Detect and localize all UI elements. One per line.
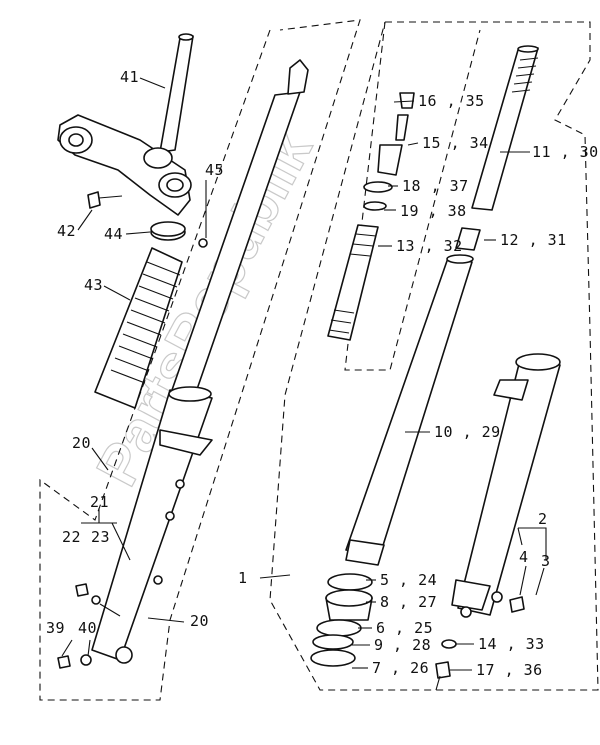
part-10-damper-tube <box>345 254 474 566</box>
label-40: 40 <box>78 619 97 637</box>
label-11: 11 , 30 <box>532 143 599 161</box>
parts-3-4-bolt-washer <box>491 591 525 613</box>
label-10: 10 , 29 <box>434 423 501 441</box>
label-39: 39 <box>46 619 65 637</box>
part-13-spring <box>327 224 379 341</box>
label-3: 3 <box>541 552 551 570</box>
part-11-inner-tube <box>471 45 539 211</box>
label-9: 9 , 28 <box>374 636 431 654</box>
part-16-cap <box>399 92 415 109</box>
label-14: 14 , 33 <box>478 635 545 653</box>
label-13: 13 , 32 <box>396 237 463 255</box>
part-43-fork-boot <box>94 247 183 409</box>
label-41: 41 <box>120 68 139 86</box>
label-45: 45 <box>205 161 224 179</box>
label-22: 22 <box>62 528 81 546</box>
label-21: 21 <box>90 493 109 511</box>
label-8: 8 , 27 <box>380 593 437 611</box>
part-20-left-outer-tube <box>91 59 309 664</box>
label-20-bottom: 20 <box>190 612 209 630</box>
label-23: 23 <box>91 528 110 546</box>
parts-22-23-screw-washer <box>75 583 121 617</box>
parts-5-9-seal-stack <box>310 573 373 667</box>
part-42-bolt <box>87 191 123 209</box>
part-44-ring <box>150 221 186 241</box>
label-18: 18 , 37 <box>402 177 469 195</box>
label-15: 15 , 34 <box>422 134 489 152</box>
label-17: 17 , 36 <box>476 661 543 679</box>
label-6: 6 , 25 <box>376 619 433 637</box>
part-2-right-outer-tube <box>451 353 561 618</box>
part-12-bushing <box>455 227 481 251</box>
part-labels: 41 45 42 44 43 20 21 22 23 20 39 40 16 ,… <box>46 68 599 679</box>
label-1: 1 <box>238 569 248 587</box>
part-45-screw <box>198 238 208 248</box>
label-19: 19 , 38 <box>400 202 467 220</box>
label-43: 43 <box>84 276 103 294</box>
parts-14-17-drain-bolt <box>435 639 457 691</box>
part-41-steering-stem <box>57 33 194 216</box>
parts-39-40-bolt-washer <box>57 654 92 669</box>
leader-lines <box>61 77 547 671</box>
dashed-boundaries <box>39 19 599 701</box>
label-42: 42 <box>57 222 76 240</box>
label-2: 2 <box>538 510 548 528</box>
label-5: 5 , 24 <box>380 571 437 589</box>
label-44: 44 <box>104 225 123 243</box>
label-4: 4 <box>519 548 529 566</box>
parts-18-19-rings <box>363 181 393 211</box>
label-7: 7 , 26 <box>372 659 429 677</box>
label-16: 16 , 35 <box>418 92 485 110</box>
label-12: 12 , 31 <box>500 231 567 249</box>
part-15-valve <box>377 114 409 176</box>
label-20-top: 20 <box>72 434 91 452</box>
